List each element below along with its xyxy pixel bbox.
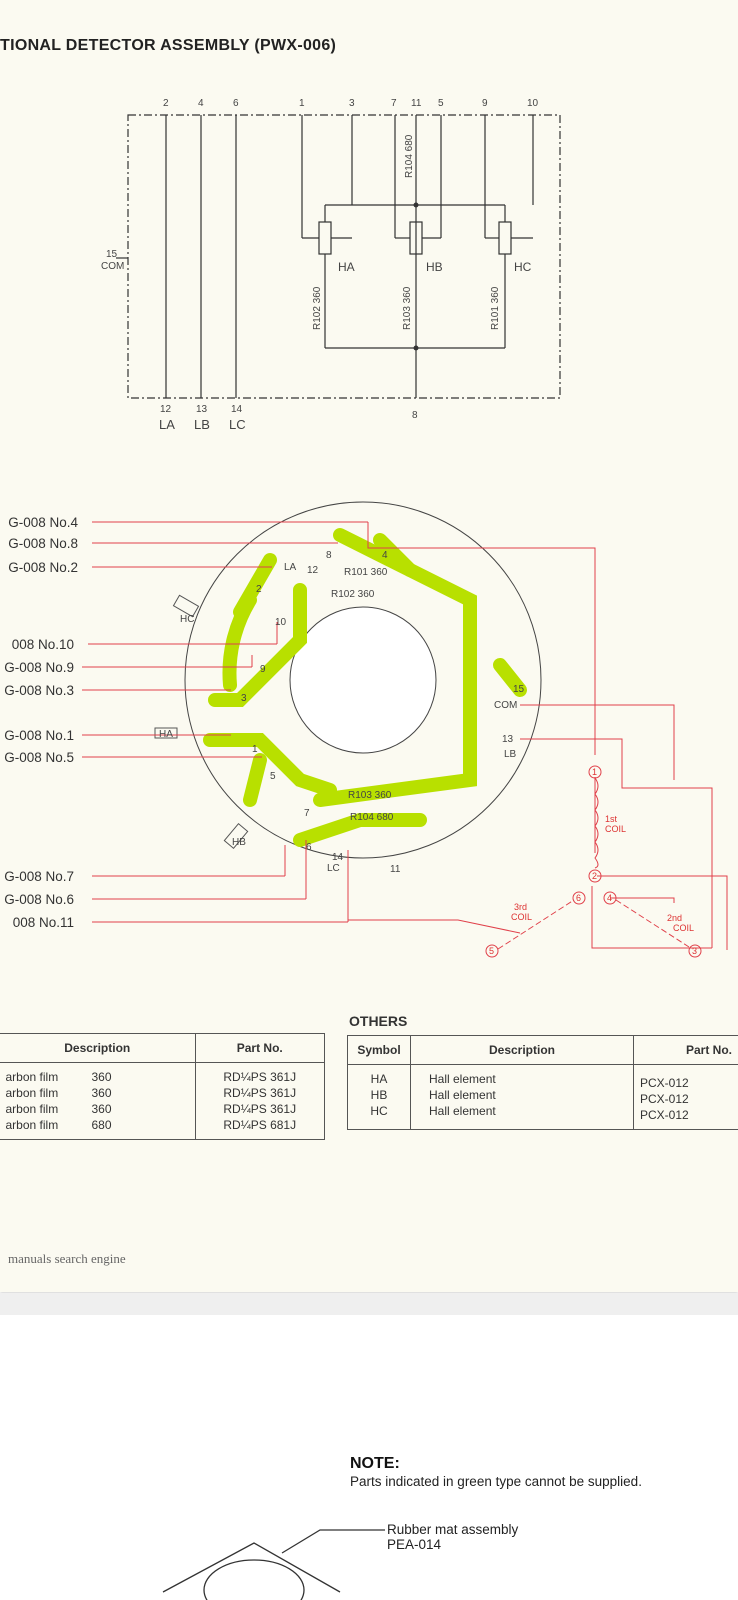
svg-text:008 No.10: 008 No.10 bbox=[12, 637, 74, 652]
svg-text:9: 9 bbox=[482, 98, 488, 109]
svg-text:13: 13 bbox=[196, 404, 208, 415]
svg-text:3: 3 bbox=[241, 693, 247, 704]
col-part-no: Part No. bbox=[194, 1033, 325, 1063]
svg-text:G-008 No.8: G-008 No.8 bbox=[8, 536, 78, 551]
svg-text:LB: LB bbox=[194, 417, 210, 432]
svg-text:HC: HC bbox=[514, 260, 532, 274]
svg-text:G-008 No.2: G-008 No.2 bbox=[8, 560, 78, 575]
svg-text:15: 15 bbox=[106, 249, 118, 260]
svg-text:11: 11 bbox=[390, 864, 401, 875]
svg-text:R102 360: R102 360 bbox=[312, 286, 323, 330]
pcb-board bbox=[154, 501, 542, 859]
schematic bbox=[116, 114, 561, 399]
svg-text:G-008 No.3: G-008 No.3 bbox=[4, 683, 74, 698]
svg-text:4: 4 bbox=[382, 550, 388, 561]
svg-text:4: 4 bbox=[198, 98, 204, 109]
svg-text:R103 360: R103 360 bbox=[402, 286, 413, 330]
svg-text:1: 1 bbox=[299, 98, 305, 109]
col-description: Description bbox=[0, 1033, 196, 1063]
svg-text:R102 360: R102 360 bbox=[331, 589, 375, 600]
svg-text:COIL: COIL bbox=[673, 923, 694, 933]
svg-text:7: 7 bbox=[304, 808, 310, 819]
svg-text:10: 10 bbox=[527, 98, 539, 109]
svg-text:2: 2 bbox=[592, 871, 597, 881]
svg-text:LA: LA bbox=[284, 562, 297, 573]
note-title: NOTE: bbox=[350, 1455, 400, 1472]
svg-text:2: 2 bbox=[256, 584, 262, 595]
svg-text:3rd: 3rd bbox=[514, 902, 527, 912]
svg-text:2nd: 2nd bbox=[667, 913, 682, 923]
svg-text:5: 5 bbox=[270, 771, 276, 782]
svg-text:3: 3 bbox=[692, 946, 697, 956]
svg-text:R103 360: R103 360 bbox=[348, 790, 392, 801]
svg-text:R101 360: R101 360 bbox=[490, 286, 501, 330]
page-gap bbox=[0, 1293, 738, 1315]
svg-text:6: 6 bbox=[306, 842, 312, 853]
svg-text:4: 4 bbox=[607, 893, 612, 903]
svg-text:8: 8 bbox=[412, 410, 418, 421]
svg-text:008 No.11: 008 No.11 bbox=[13, 915, 74, 930]
svg-text:HA: HA bbox=[338, 260, 355, 274]
svg-text:LC: LC bbox=[327, 863, 340, 874]
svg-text:11: 11 bbox=[411, 98, 422, 109]
svg-text:R104 680: R104 680 bbox=[350, 812, 394, 823]
svg-text:R101 360: R101 360 bbox=[344, 567, 388, 578]
svg-text:HC: HC bbox=[180, 614, 194, 625]
pcb-traces bbox=[203, 528, 527, 847]
svg-text:G-008 No.9: G-008 No.9 bbox=[4, 660, 74, 675]
svg-text:1: 1 bbox=[592, 767, 597, 777]
svg-text:G-008 No.7: G-008 No.7 bbox=[4, 869, 74, 884]
svg-text:COM: COM bbox=[494, 700, 517, 711]
svg-text:10: 10 bbox=[275, 617, 287, 628]
svg-text:HA: HA bbox=[159, 729, 173, 740]
svg-text:G-008 No.5: G-008 No.5 bbox=[4, 750, 74, 765]
svg-text:G-008 No.4: G-008 No.4 bbox=[8, 515, 78, 530]
svg-text:1: 1 bbox=[252, 744, 258, 755]
pcb-wires bbox=[82, 521, 728, 950]
watermark-footer: manuals search engine bbox=[8, 1251, 126, 1266]
svg-text:HB: HB bbox=[426, 260, 443, 274]
svg-text:COIL: COIL bbox=[605, 824, 626, 834]
pcb-labels: G-008 No.4G-008 No.8G-008 No.2 008 No.10… bbox=[4, 515, 702, 958]
svg-text:12: 12 bbox=[160, 404, 172, 415]
note-text: Parts indicated in green type cannot be … bbox=[350, 1474, 642, 1489]
svg-text:6: 6 bbox=[233, 98, 239, 109]
svg-text:13: 13 bbox=[502, 734, 514, 745]
rubber-mat-illustration bbox=[162, 1529, 385, 1600]
svg-text:R104 680: R104 680 bbox=[404, 134, 415, 178]
svg-text:15: 15 bbox=[513, 684, 525, 695]
svg-text:14: 14 bbox=[231, 404, 243, 415]
svg-text:5: 5 bbox=[438, 98, 444, 109]
svg-text:3: 3 bbox=[349, 98, 355, 109]
svg-text:1st: 1st bbox=[605, 814, 618, 824]
svg-text:HB: HB bbox=[232, 837, 246, 848]
svg-text:LC: LC bbox=[229, 417, 246, 432]
svg-text:COM: COM bbox=[101, 261, 124, 272]
svg-text:G-008 No.6: G-008 No.6 bbox=[4, 892, 74, 907]
svg-text:5: 5 bbox=[489, 946, 494, 956]
page-title: TIONAL DETECTOR ASSEMBLY (PWX-006) bbox=[0, 37, 337, 54]
svg-text:12: 12 bbox=[307, 565, 319, 576]
svg-text:14: 14 bbox=[332, 852, 344, 863]
svg-text:COIL: COIL bbox=[511, 912, 532, 922]
svg-text:6: 6 bbox=[576, 893, 581, 903]
svg-text:7: 7 bbox=[391, 98, 397, 109]
svg-text:8: 8 bbox=[326, 550, 332, 561]
svg-text:LA: LA bbox=[159, 417, 175, 432]
svg-text:2: 2 bbox=[163, 98, 169, 109]
svg-text:G-008 No.1: G-008 No.1 bbox=[4, 728, 74, 743]
svg-text:9: 9 bbox=[260, 664, 266, 675]
others-title: OTHERS bbox=[349, 1013, 408, 1029]
svg-text:LB: LB bbox=[504, 749, 517, 760]
